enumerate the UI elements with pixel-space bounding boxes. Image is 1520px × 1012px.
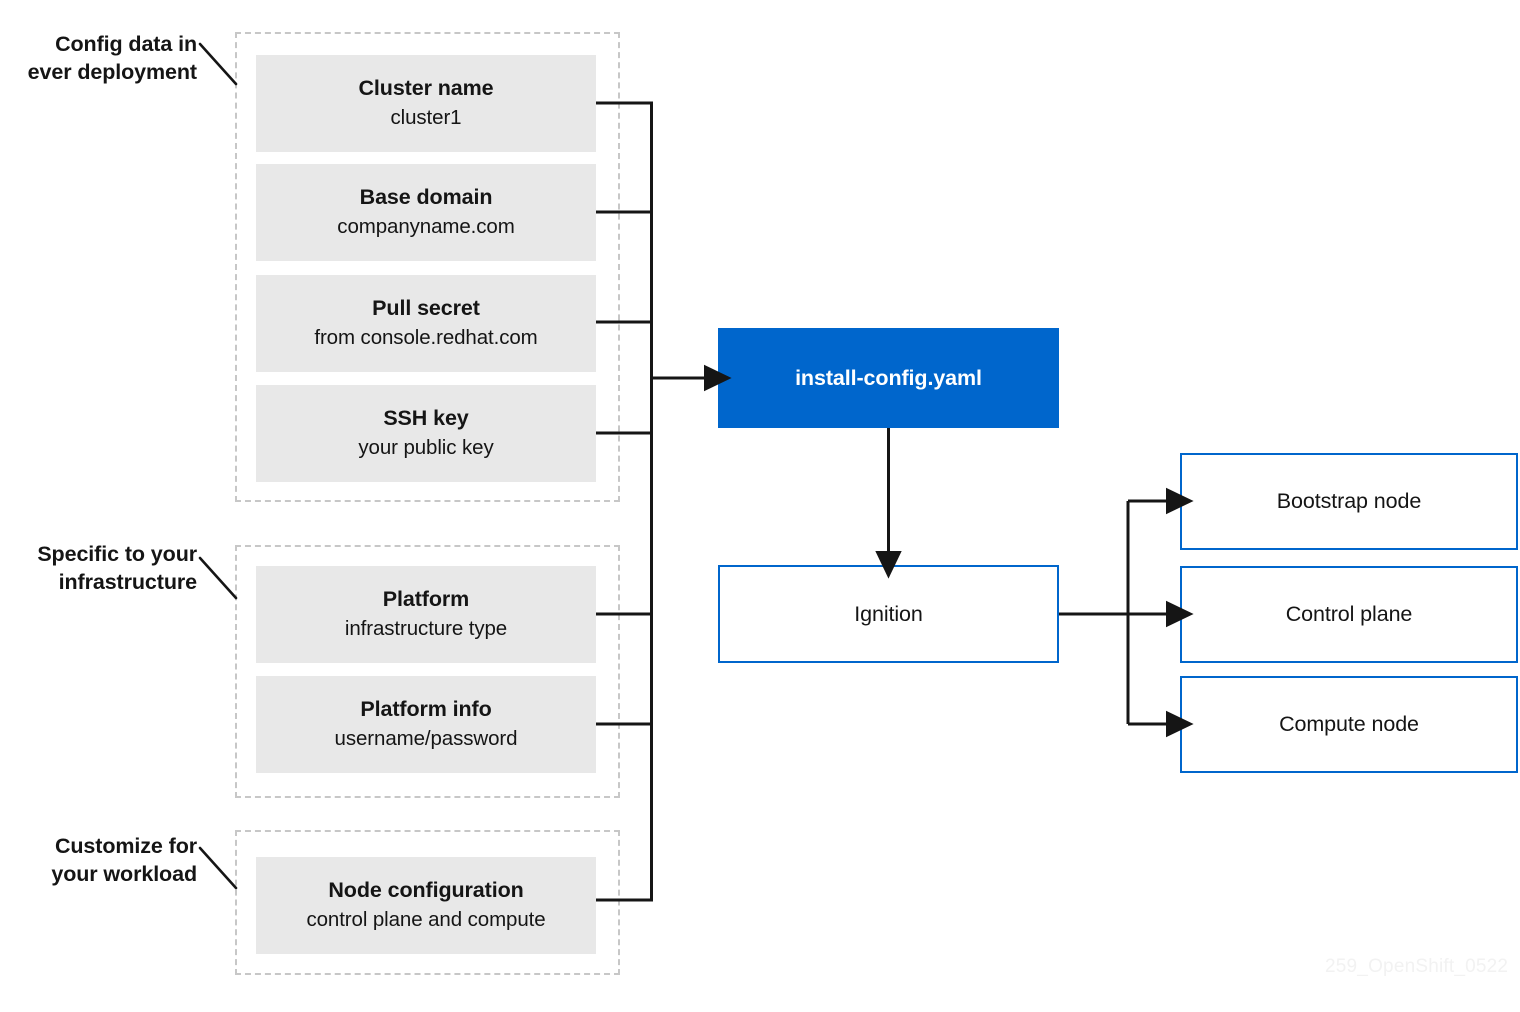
card-cluster-name[interactable]: Cluster name cluster1 bbox=[256, 55, 596, 152]
card-subtitle: companyname.com bbox=[337, 215, 515, 239]
card-subtitle: username/password bbox=[334, 727, 518, 751]
card-title: Node configuration bbox=[328, 878, 524, 903]
annotation-infrastructure: Specific to your infrastructure bbox=[37, 542, 197, 595]
card-node-configuration[interactable]: Node configuration control plane and com… bbox=[256, 857, 596, 954]
card-subtitle: your public key bbox=[358, 436, 494, 460]
annotation-config-data: Config data in ever deployment bbox=[27, 32, 197, 85]
leader-line-config-data bbox=[198, 42, 238, 86]
node-control-plane[interactable]: Control plane bbox=[1180, 566, 1518, 663]
node-compute-node[interactable]: Compute node bbox=[1180, 676, 1518, 773]
card-title: Platform bbox=[382, 587, 470, 612]
node-ignition[interactable]: Ignition bbox=[718, 565, 1059, 663]
card-subtitle: control plane and compute bbox=[306, 908, 546, 932]
card-ssh-key[interactable]: SSH key your public key bbox=[256, 385, 596, 482]
group-workload bbox=[235, 830, 620, 975]
group-config-data bbox=[235, 32, 620, 502]
card-title: Cluster name bbox=[358, 76, 494, 101]
card-platform-info[interactable]: Platform info username/password bbox=[256, 676, 596, 773]
node-install-config-yaml[interactable]: install-config.yaml bbox=[718, 328, 1059, 428]
card-pull-secret[interactable]: Pull secret from console.redhat.com bbox=[256, 275, 596, 372]
card-subtitle: cluster1 bbox=[390, 106, 462, 130]
annotation-workload: Customize for your workload bbox=[51, 834, 197, 887]
card-subtitle: infrastructure type bbox=[344, 617, 508, 641]
card-title: Pull secret bbox=[372, 296, 480, 321]
card-base-domain[interactable]: Base domain companyname.com bbox=[256, 164, 596, 261]
leader-line-infrastructure bbox=[198, 556, 238, 600]
card-platform[interactable]: Platform infrastructure type bbox=[256, 566, 596, 663]
card-subtitle: from console.redhat.com bbox=[314, 326, 538, 350]
watermark-label: 259_OpenShift_0522 bbox=[1325, 956, 1509, 977]
leader-line-workload bbox=[198, 846, 238, 890]
node-bootstrap-node[interactable]: Bootstrap node bbox=[1180, 453, 1518, 550]
card-title: Base domain bbox=[359, 185, 493, 210]
card-title: Platform info bbox=[360, 697, 492, 722]
group-infrastructure bbox=[235, 545, 620, 798]
card-title: SSH key bbox=[383, 406, 469, 431]
